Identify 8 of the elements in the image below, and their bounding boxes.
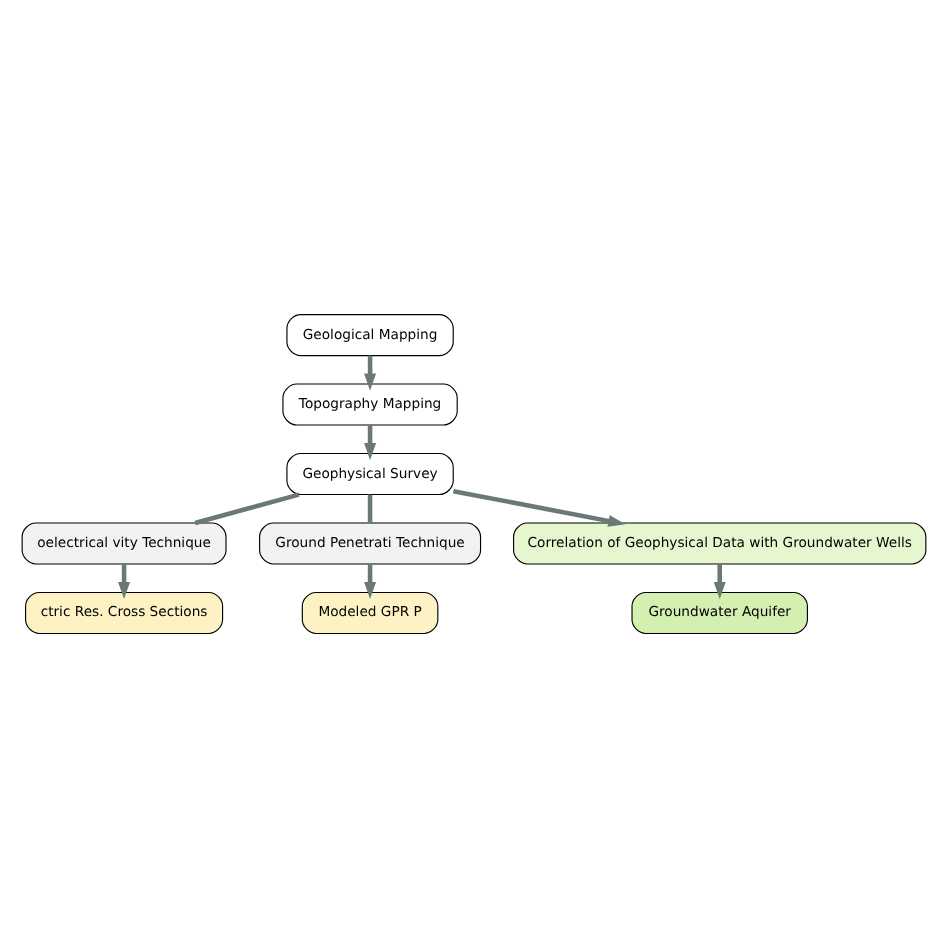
arrow — [364, 564, 377, 600]
arrow — [364, 425, 377, 461]
arrow — [118, 564, 131, 600]
connector — [194, 492, 300, 526]
arrow — [713, 564, 726, 600]
connector — [367, 494, 373, 523]
arrow — [364, 355, 377, 391]
arrow — [452, 488, 626, 527]
